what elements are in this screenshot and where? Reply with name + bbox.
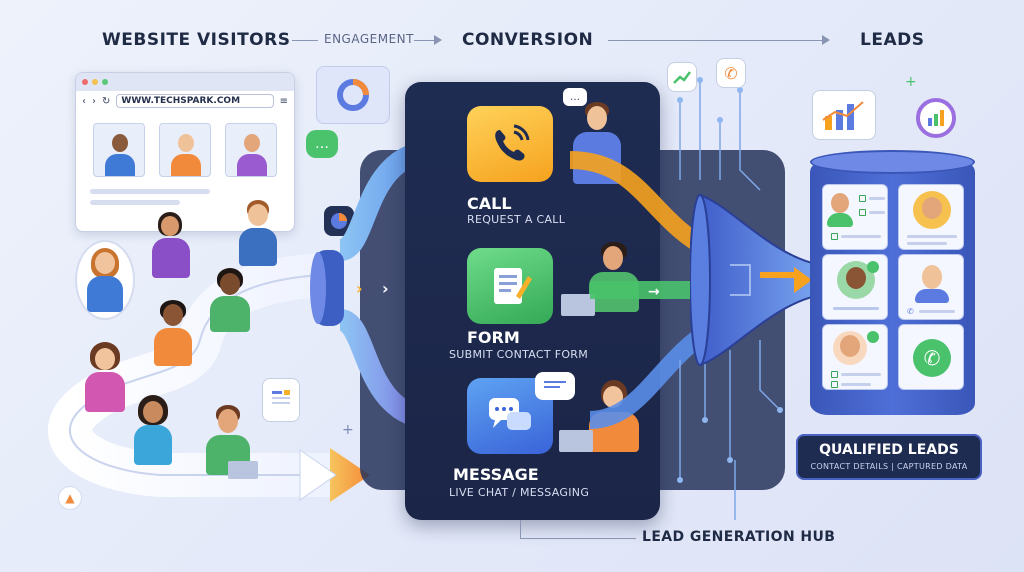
visitor-path xyxy=(48,253,370,502)
visitor-person xyxy=(130,395,176,471)
menu-icon: ≡ xyxy=(279,95,288,107)
hub-label-connector xyxy=(520,538,636,539)
sparkle-icon: + xyxy=(905,74,917,90)
dashboard-chart-icon xyxy=(812,90,876,140)
url-bar: WWW.TECHSPARK.COM xyxy=(116,94,274,108)
phone-icon xyxy=(495,124,530,161)
stage-title-conversion: CONVERSION xyxy=(462,30,594,50)
window-dot-icon xyxy=(92,79,98,85)
flow-arrow-icon xyxy=(822,35,830,45)
text-line xyxy=(90,200,180,205)
profile-card xyxy=(159,123,211,177)
browser-nav-bar: ‹ › ↻ WWW.TECHSPARK.COM ≡ xyxy=(76,91,294,111)
visitor-person xyxy=(198,405,258,485)
avatar xyxy=(112,134,128,152)
phone-icon: ✆ xyxy=(913,339,951,377)
visitor-person xyxy=(75,240,135,320)
chat-icon xyxy=(489,398,531,430)
analytics-icon xyxy=(316,66,390,124)
form-title: FORM xyxy=(467,328,520,347)
website-browser-window: ‹ › ↻ WWW.TECHSPARK.COM ≡ xyxy=(75,72,295,232)
visitor-person xyxy=(235,200,281,270)
window-dot-icon xyxy=(102,79,108,85)
visitor-person xyxy=(148,212,194,282)
avatar-body xyxy=(171,154,201,176)
leads-container-top xyxy=(810,150,975,174)
lead-card xyxy=(822,254,888,320)
warning-icon: ▲ xyxy=(58,486,82,510)
reload-icon: ↻ xyxy=(102,95,111,107)
lead-card: ✆ xyxy=(898,324,964,390)
svg-text:→: → xyxy=(648,284,660,300)
qualified-leads-subtitle: CONTACT DETAILS | CAPTURED DATA xyxy=(810,462,968,471)
call-title: CALL xyxy=(467,194,512,213)
stage-title-leads: LEADS xyxy=(860,30,925,50)
qualified-leads-title: QUALIFIED LEADS xyxy=(819,442,959,458)
profile-card xyxy=(93,123,145,177)
avatar xyxy=(244,134,260,152)
document-icon xyxy=(262,378,300,422)
growth-chart-icon xyxy=(667,62,697,92)
form-channel-icon xyxy=(467,248,553,324)
chat-bubble-icon: … xyxy=(306,130,338,158)
text-line xyxy=(90,189,210,194)
window-dot-icon xyxy=(82,79,88,85)
sparkle-icon: + xyxy=(342,422,354,438)
flow-line xyxy=(608,40,824,41)
form-icon xyxy=(494,268,532,304)
funnel-icon xyxy=(690,193,821,367)
qualified-leads-badge: QUALIFIED LEADS CONTACT DETAILS | CAPTUR… xyxy=(796,434,982,480)
hub-label: LEAD GENERATION HUB xyxy=(642,529,836,545)
forward-icon: › xyxy=(92,95,96,107)
svg-text:›: › xyxy=(356,279,363,298)
circuit-lines xyxy=(677,77,783,520)
target-icon xyxy=(916,98,956,138)
call-subtitle: REQUEST A CALL xyxy=(467,213,566,226)
message-subtitle: LIVE CHAT / MESSAGING xyxy=(449,486,590,499)
lead-card: ✆ xyxy=(898,254,964,320)
lead-card xyxy=(822,324,888,390)
stage-title-visitors: WEBSITE VISITORS xyxy=(102,30,291,50)
phone-badge-icon: ✆ xyxy=(716,58,746,88)
flow-line xyxy=(292,40,318,41)
chat-bubbles-icon xyxy=(535,372,575,400)
avatar xyxy=(178,134,194,152)
visitor-person xyxy=(205,268,255,338)
flow-line xyxy=(414,40,436,41)
avatar-body xyxy=(237,154,267,176)
browser-title-bar xyxy=(76,73,294,91)
svg-text:›: › xyxy=(382,279,389,298)
form-subtitle: SUBMIT CONTACT FORM xyxy=(449,348,589,361)
speech-bubble-icon: … xyxy=(563,88,587,106)
visitor-person xyxy=(150,300,196,370)
flow-arrow-icon xyxy=(434,35,442,45)
stage-label-engagement: ENGAGEMENT xyxy=(324,32,414,46)
avatar-body xyxy=(105,154,135,176)
back-icon: ‹ xyxy=(82,95,86,107)
message-title: MESSAGE xyxy=(453,465,539,484)
profile-card xyxy=(225,123,277,177)
profile-row xyxy=(76,111,294,183)
call-channel-icon xyxy=(467,106,553,182)
visitor-person xyxy=(80,342,130,418)
lead-card xyxy=(822,184,888,250)
hub-label-connector xyxy=(520,520,521,538)
lead-card xyxy=(898,184,964,250)
